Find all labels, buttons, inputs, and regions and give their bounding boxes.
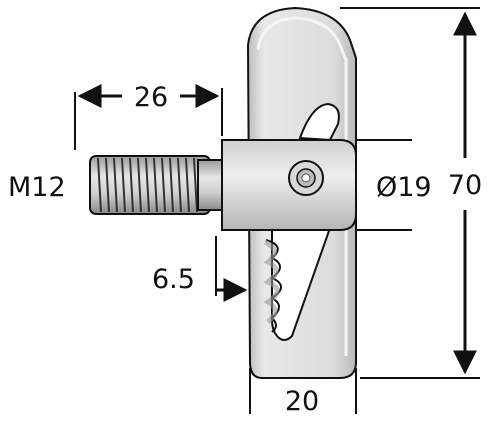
dim-height-label: 70 <box>448 170 482 201</box>
mounting-block <box>221 139 357 231</box>
block-body <box>221 139 357 231</box>
thread-line <box>105 157 110 213</box>
thread-line <box>185 157 190 213</box>
thread-line <box>121 157 126 213</box>
dim-width-label: 20 <box>285 386 319 417</box>
dim-length-label: 26 <box>134 82 168 113</box>
upper-slot <box>298 102 340 142</box>
thread-lines <box>97 157 198 213</box>
stud-shank <box>197 159 225 211</box>
dim-thickness-label: 6.5 <box>152 264 195 295</box>
thread-line <box>161 157 166 213</box>
threaded-stud <box>89 155 225 215</box>
dim-thickness: 6.5 <box>152 236 248 302</box>
thread-line <box>145 157 150 213</box>
dim-width: 20 <box>249 368 357 417</box>
dim-length: 26 <box>74 82 223 150</box>
thread-line <box>169 157 174 213</box>
thread-line <box>137 157 142 213</box>
dim-diameter: Ø19 <box>356 139 432 231</box>
thread-line <box>193 157 198 213</box>
plate-edge-shade <box>256 16 348 356</box>
thread-line <box>97 157 102 213</box>
dim-diameter-label: Ø19 <box>376 172 432 203</box>
rivet-center <box>301 173 311 183</box>
dim-thread-label: M12 <box>8 172 66 203</box>
dim-thread: M12 <box>8 172 66 203</box>
lower-slot-shadow <box>263 239 280 324</box>
lower-slot <box>271 227 332 341</box>
thread-line <box>153 157 158 213</box>
thread-line <box>177 157 182 213</box>
thread-line <box>129 157 134 213</box>
dim-height: 70 <box>340 7 482 379</box>
thread-line <box>113 157 118 213</box>
